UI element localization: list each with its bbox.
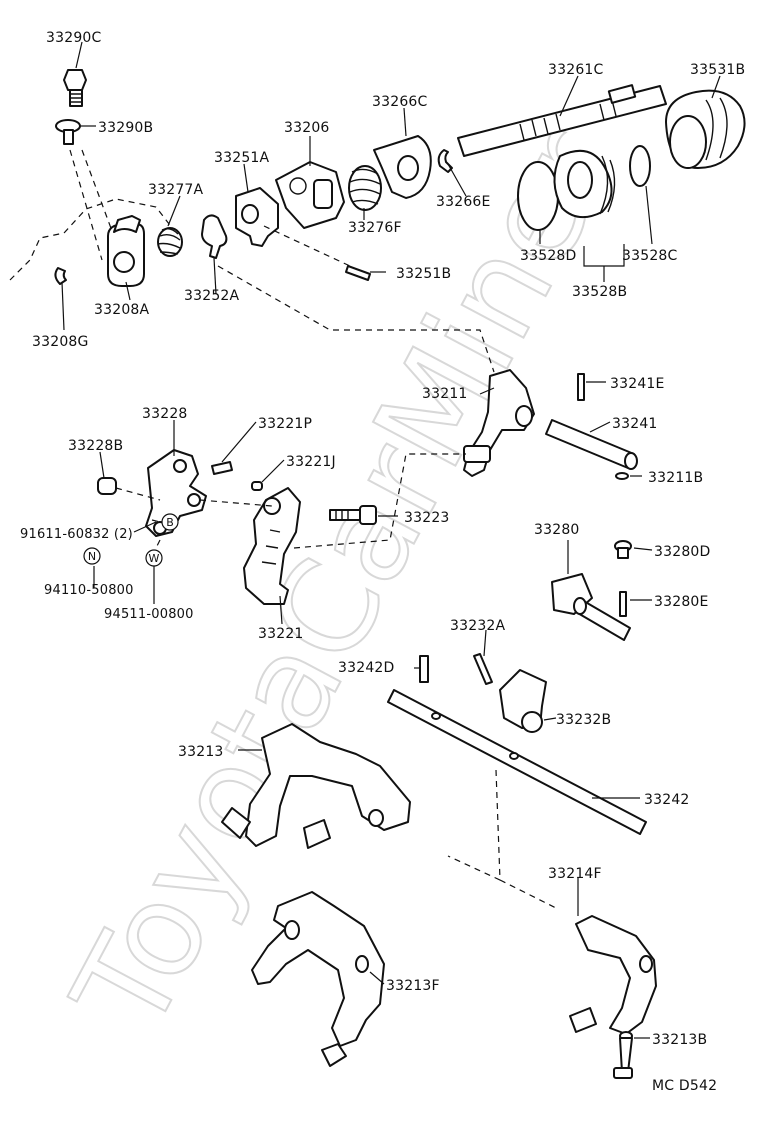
part-33213F-drawing bbox=[251, 891, 385, 1067]
label-33221J: 33221J bbox=[286, 454, 336, 470]
part-33266E-drawing bbox=[437, 149, 453, 173]
housing-outline bbox=[9, 198, 177, 281]
part-33277A-drawing bbox=[157, 227, 183, 257]
label-33242: 33242 bbox=[644, 792, 690, 808]
part-33213-drawing bbox=[221, 723, 411, 849]
part-33241E-drawing bbox=[577, 373, 585, 401]
part-33211B-drawing bbox=[615, 472, 629, 480]
part-33228B-drawing bbox=[97, 477, 117, 495]
label-33251A: 33251A bbox=[214, 150, 270, 166]
label-33528C: 33528C bbox=[622, 248, 678, 264]
label-33277A: 33277A bbox=[148, 182, 204, 198]
label-94110-50800: 94110-50800 bbox=[44, 583, 134, 598]
label-33232A: 33232A bbox=[450, 618, 506, 634]
label-33228: 33228 bbox=[142, 406, 188, 422]
part-33266C-drawing bbox=[373, 135, 432, 199]
label-33214F: 33214F bbox=[548, 866, 602, 882]
part-33276F-drawing bbox=[348, 165, 382, 211]
label-33208A: 33208A bbox=[94, 302, 150, 318]
label-33251B: 33251B bbox=[396, 266, 451, 282]
part-33528C-drawing bbox=[629, 145, 651, 187]
dash-guide-top bbox=[217, 265, 495, 373]
dash-guide-pin bbox=[263, 225, 351, 267]
part-33528D-drawing bbox=[517, 161, 559, 231]
label-33241E: 33241E bbox=[610, 376, 665, 392]
label-33213: 33213 bbox=[178, 744, 224, 760]
part-33214F-drawing bbox=[569, 915, 657, 1035]
part-33280-drawing bbox=[551, 573, 631, 641]
part-33221J-drawing bbox=[251, 481, 263, 491]
label-33208G: 33208G bbox=[32, 334, 89, 350]
part-33221P-drawing bbox=[211, 461, 233, 475]
part-33241-drawing bbox=[545, 419, 638, 470]
part-33280E-drawing bbox=[619, 591, 627, 617]
part-33221-drawing bbox=[243, 487, 301, 605]
svg-text:N: N bbox=[88, 550, 96, 563]
label-33528D: 33528D bbox=[520, 248, 577, 264]
part-33208A-drawing bbox=[107, 215, 145, 287]
part-33251A-drawing bbox=[235, 187, 279, 247]
dash-guide-33290 bbox=[69, 149, 123, 261]
part-33280D-drawing bbox=[614, 540, 632, 559]
symbol-n: N bbox=[83, 547, 101, 565]
dash-guide-middle bbox=[115, 453, 466, 549]
part-33242-drawing bbox=[387, 689, 647, 835]
part-33228-drawing bbox=[145, 449, 207, 537]
label-33280D: 33280D bbox=[654, 544, 711, 560]
part-33528B-drawing bbox=[553, 149, 616, 219]
label-33221P: 33221P bbox=[258, 416, 312, 432]
label-33280E: 33280E bbox=[654, 594, 709, 610]
part-33261C-drawing bbox=[457, 84, 667, 157]
label-33242D: 33242D bbox=[338, 660, 395, 676]
part-33211-drawing bbox=[463, 369, 535, 477]
svg-text:W: W bbox=[149, 552, 160, 565]
label-33290B: 33290B bbox=[98, 120, 153, 136]
part-33252A-drawing bbox=[201, 214, 228, 259]
part-33223-drawing bbox=[329, 505, 377, 525]
label-33211B: 33211B bbox=[648, 470, 703, 486]
symbol-b: B bbox=[161, 513, 179, 531]
label-33252A: 33252A bbox=[184, 288, 240, 304]
label-33280: 33280 bbox=[534, 522, 580, 538]
part-33208G-drawing bbox=[54, 267, 67, 285]
label-33232B: 33232B bbox=[556, 712, 611, 728]
part-33206-drawing bbox=[275, 161, 345, 229]
label-33223: 33223 bbox=[404, 510, 450, 526]
label-33266E: 33266E bbox=[436, 194, 491, 210]
label-33531B: 33531B bbox=[690, 62, 745, 78]
label-33206: 33206 bbox=[284, 120, 330, 136]
label-33266C: 33266C bbox=[372, 94, 428, 110]
label-33290C: 33290C bbox=[46, 30, 102, 46]
part-33242D-drawing bbox=[419, 655, 429, 683]
part-33251B-drawing bbox=[345, 265, 371, 281]
label-33241: 33241 bbox=[612, 416, 658, 432]
part-33290C-drawing bbox=[63, 69, 87, 107]
label-33528B: 33528B bbox=[572, 284, 627, 300]
diagram-code: MC D542 bbox=[652, 1078, 717, 1094]
part-33290B-drawing bbox=[55, 119, 81, 145]
label-33213F: 33213F bbox=[386, 978, 440, 994]
label-33228B: 33228B bbox=[68, 438, 123, 454]
label-33213B: 33213B bbox=[652, 1032, 707, 1048]
leader-lines bbox=[61, 41, 721, 1039]
label-94511-00800: 94511-00800 bbox=[104, 607, 194, 622]
label-33221: 33221 bbox=[258, 626, 304, 642]
svg-text:B: B bbox=[166, 516, 174, 529]
part-33232B-drawing bbox=[499, 669, 547, 733]
label-33211: 33211 bbox=[422, 386, 468, 402]
part-33213B-drawing bbox=[613, 1031, 633, 1079]
part-labels: 33290C 33290B 33261C 33531B 33266C 33206… bbox=[20, 30, 745, 1094]
symbol-w: W bbox=[145, 549, 163, 567]
part-33232A-drawing bbox=[473, 653, 493, 685]
dash-guide-lower bbox=[447, 769, 557, 909]
part-33531B-drawing bbox=[665, 89, 746, 169]
label-33261C: 33261C bbox=[548, 62, 604, 78]
label-91611-60832: 91611-60832 (2) bbox=[20, 527, 133, 542]
label-33276F: 33276F bbox=[348, 220, 402, 236]
